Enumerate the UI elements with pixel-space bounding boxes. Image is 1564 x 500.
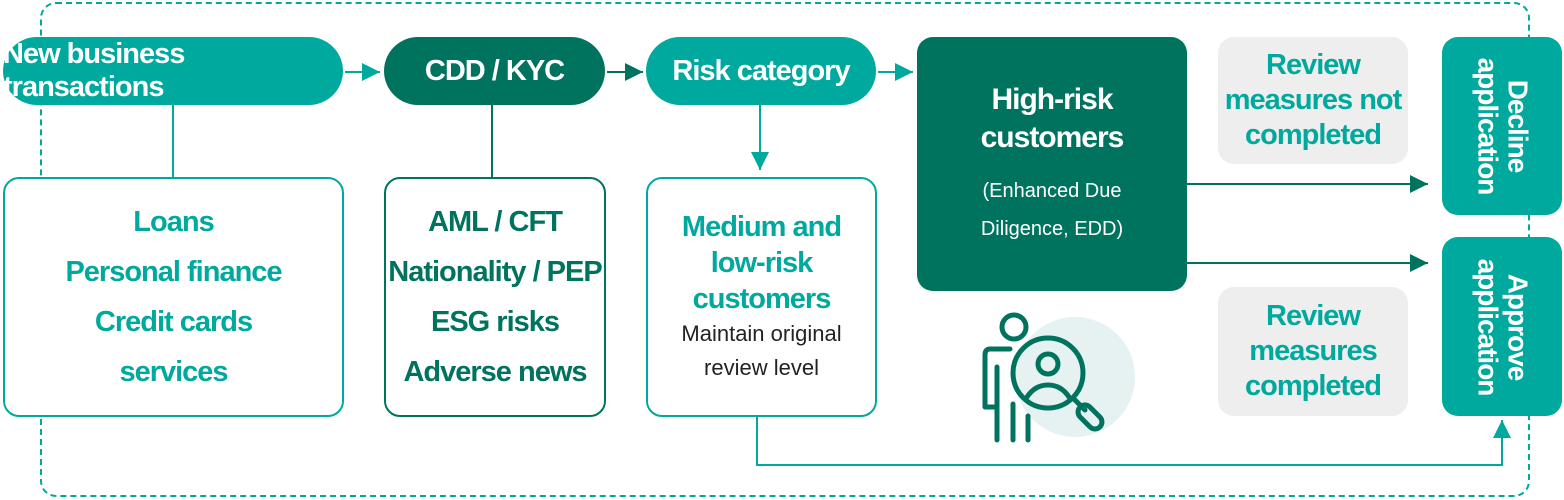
review-line: Review <box>1266 49 1361 81</box>
decline-label: Decline application <box>1472 57 1534 195</box>
check-item: Nationality / PEP <box>388 256 602 288</box>
high-risk-title: customers <box>980 121 1125 154</box>
cdd-kyc-node: CDD / KYC <box>384 37 605 105</box>
medium-low-risk-box: Medium and low-risk customers Maintain o… <box>646 177 877 417</box>
check-item: Adverse news <box>403 356 587 388</box>
review-line: Review <box>1266 300 1361 332</box>
review-line: completed <box>1244 370 1382 402</box>
high-risk-sub: (Enhanced Due <box>982 180 1122 202</box>
new-business-transactions-node: New business transactions <box>3 37 343 105</box>
person-search-icon <box>982 312 1135 443</box>
medium-sub: Maintain original <box>681 321 842 346</box>
high-risk-customers-node: High-risk customers (Enhanced Due Dilige… <box>917 37 1187 291</box>
check-item: ESG risks <box>430 306 560 338</box>
check-item: AML / CFT <box>428 206 563 238</box>
risk-category-node: Risk category <box>646 37 876 105</box>
products-box: Loans Personal finance Credit cards serv… <box>3 177 344 417</box>
approve-label: Approve application <box>1472 258 1534 395</box>
approve-application-node: Approve application <box>1442 237 1562 416</box>
product-item: Personal finance <box>65 256 282 288</box>
medium-sub: review level <box>704 355 819 380</box>
checks-box: AML / CFT Nationality / PEP ESG risks Ad… <box>384 177 606 417</box>
medium-title: customers <box>692 283 832 315</box>
review-line: measures <box>1249 335 1377 367</box>
medium-title: low-risk <box>710 247 814 279</box>
high-risk-sub: Diligence, EDD) <box>980 218 1124 240</box>
review-line: completed <box>1244 119 1382 151</box>
product-item: services <box>119 356 228 388</box>
review-completed-box: Review measures completed <box>1218 287 1408 416</box>
decline-application-node: Decline application <box>1442 37 1562 215</box>
high-risk-title: High-risk <box>991 83 1113 116</box>
product-item: Credit cards <box>94 306 253 338</box>
review-line: measures not <box>1224 84 1403 116</box>
review-not-completed-box: Review measures not completed <box>1218 37 1408 164</box>
product-item: Loans <box>133 206 214 238</box>
medium-title: Medium and <box>681 211 842 243</box>
